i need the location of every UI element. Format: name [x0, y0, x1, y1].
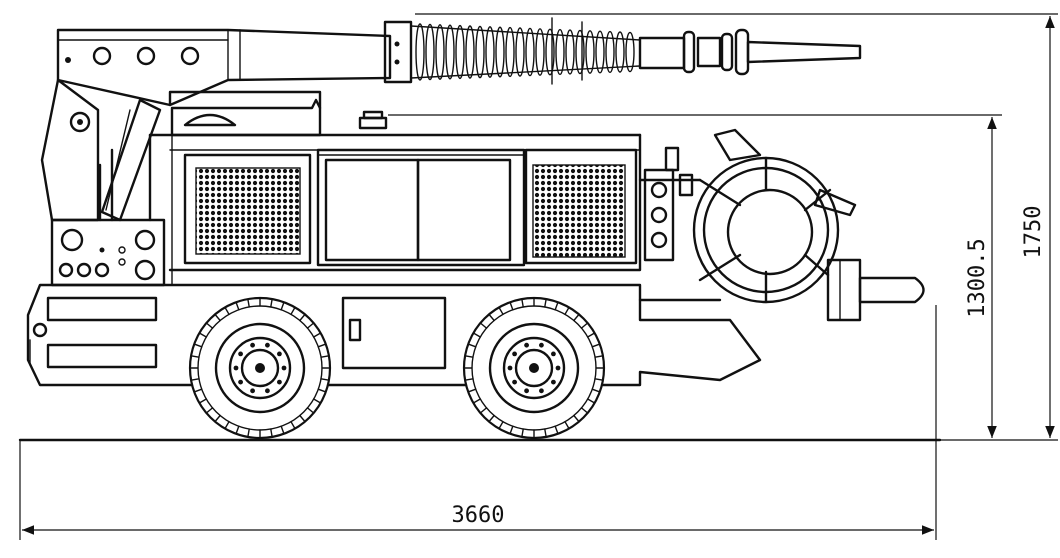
spring-coil [435, 24, 445, 80]
rear-wheel [462, 296, 606, 440]
spring-coil [485, 26, 495, 78]
spring-coil [425, 23, 435, 81]
overall-height-dimension-label: 1750 [1021, 206, 1046, 259]
hose-reel [638, 128, 857, 304]
spring-coil [585, 30, 595, 74]
rear-outlet-pipe [826, 258, 925, 322]
machine-body [148, 98, 642, 286]
length-dimension: 3660 [19, 305, 937, 540]
spring-coil [465, 25, 475, 79]
spring-coil [595, 30, 605, 74]
control-panel [50, 218, 166, 287]
spring-coil [515, 27, 525, 77]
chassis [26, 283, 762, 387]
boom-spring-hose [410, 23, 641, 81]
front-wheel [188, 296, 332, 440]
spring-coil [445, 24, 455, 80]
boom-height-dimension-label: 1300.5 [965, 238, 990, 317]
spring-coil [545, 28, 555, 76]
length-dimension-label: 3660 [452, 503, 505, 528]
spring-coil [525, 27, 535, 77]
boom-nozzle [551, 17, 862, 85]
spring-coil [475, 25, 485, 79]
spring-coil [555, 28, 565, 76]
spring-coil [615, 31, 625, 73]
spring-coil [605, 30, 615, 74]
boom-height-dimension: 1300.5 [388, 114, 1002, 441]
valve-block [643, 146, 694, 262]
spring-coil [625, 31, 635, 73]
spring-coil [565, 29, 575, 75]
overall-height-dimension: 1750 [415, 13, 1058, 441]
spring-coil [415, 23, 425, 81]
spring-coil [575, 29, 585, 75]
spring-coil [495, 26, 505, 78]
boom-arm [56, 20, 413, 107]
spring-coil [535, 28, 545, 76]
spring-coil [505, 26, 515, 78]
spring-coil [455, 24, 465, 80]
